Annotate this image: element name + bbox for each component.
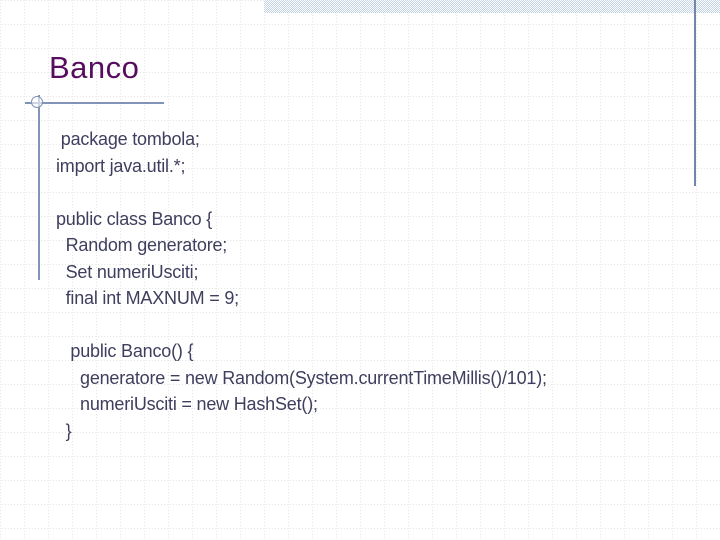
slide-title: Banco — [49, 50, 140, 85]
code-line-init-generatore: generatore = new Random(System.currentTi… — [56, 367, 547, 388]
code-line-field-set: Set numeriUsciti; — [56, 261, 199, 282]
code-line-init-numeriusciti: numeriUsciti = new HashSet(); — [56, 394, 318, 414]
code-block: package tombola; import java.util.*; pub… — [56, 126, 547, 444]
code-line-constructor: public Banco() { — [56, 341, 194, 361]
code-line-blank-2 — [56, 312, 547, 339]
code-line-field-maxnum: final int MAXNUM = 9; — [56, 288, 240, 308]
code-line-field-random: Random generatore; — [56, 235, 228, 255]
code-line-import: import java.util.*; — [56, 155, 186, 176]
code-line-class-decl: public class Banco { — [56, 208, 213, 229]
top-accent-band — [264, 0, 720, 13]
code-line-package: package tombola; — [56, 129, 200, 149]
code-line-close-brace: } — [56, 420, 72, 441]
title-underline — [25, 102, 164, 104]
right-vertical-rule — [694, 0, 696, 186]
title-drop-line — [38, 95, 40, 280]
title-circle-ornament — [31, 96, 43, 108]
code-line-blank-1 — [56, 179, 547, 206]
